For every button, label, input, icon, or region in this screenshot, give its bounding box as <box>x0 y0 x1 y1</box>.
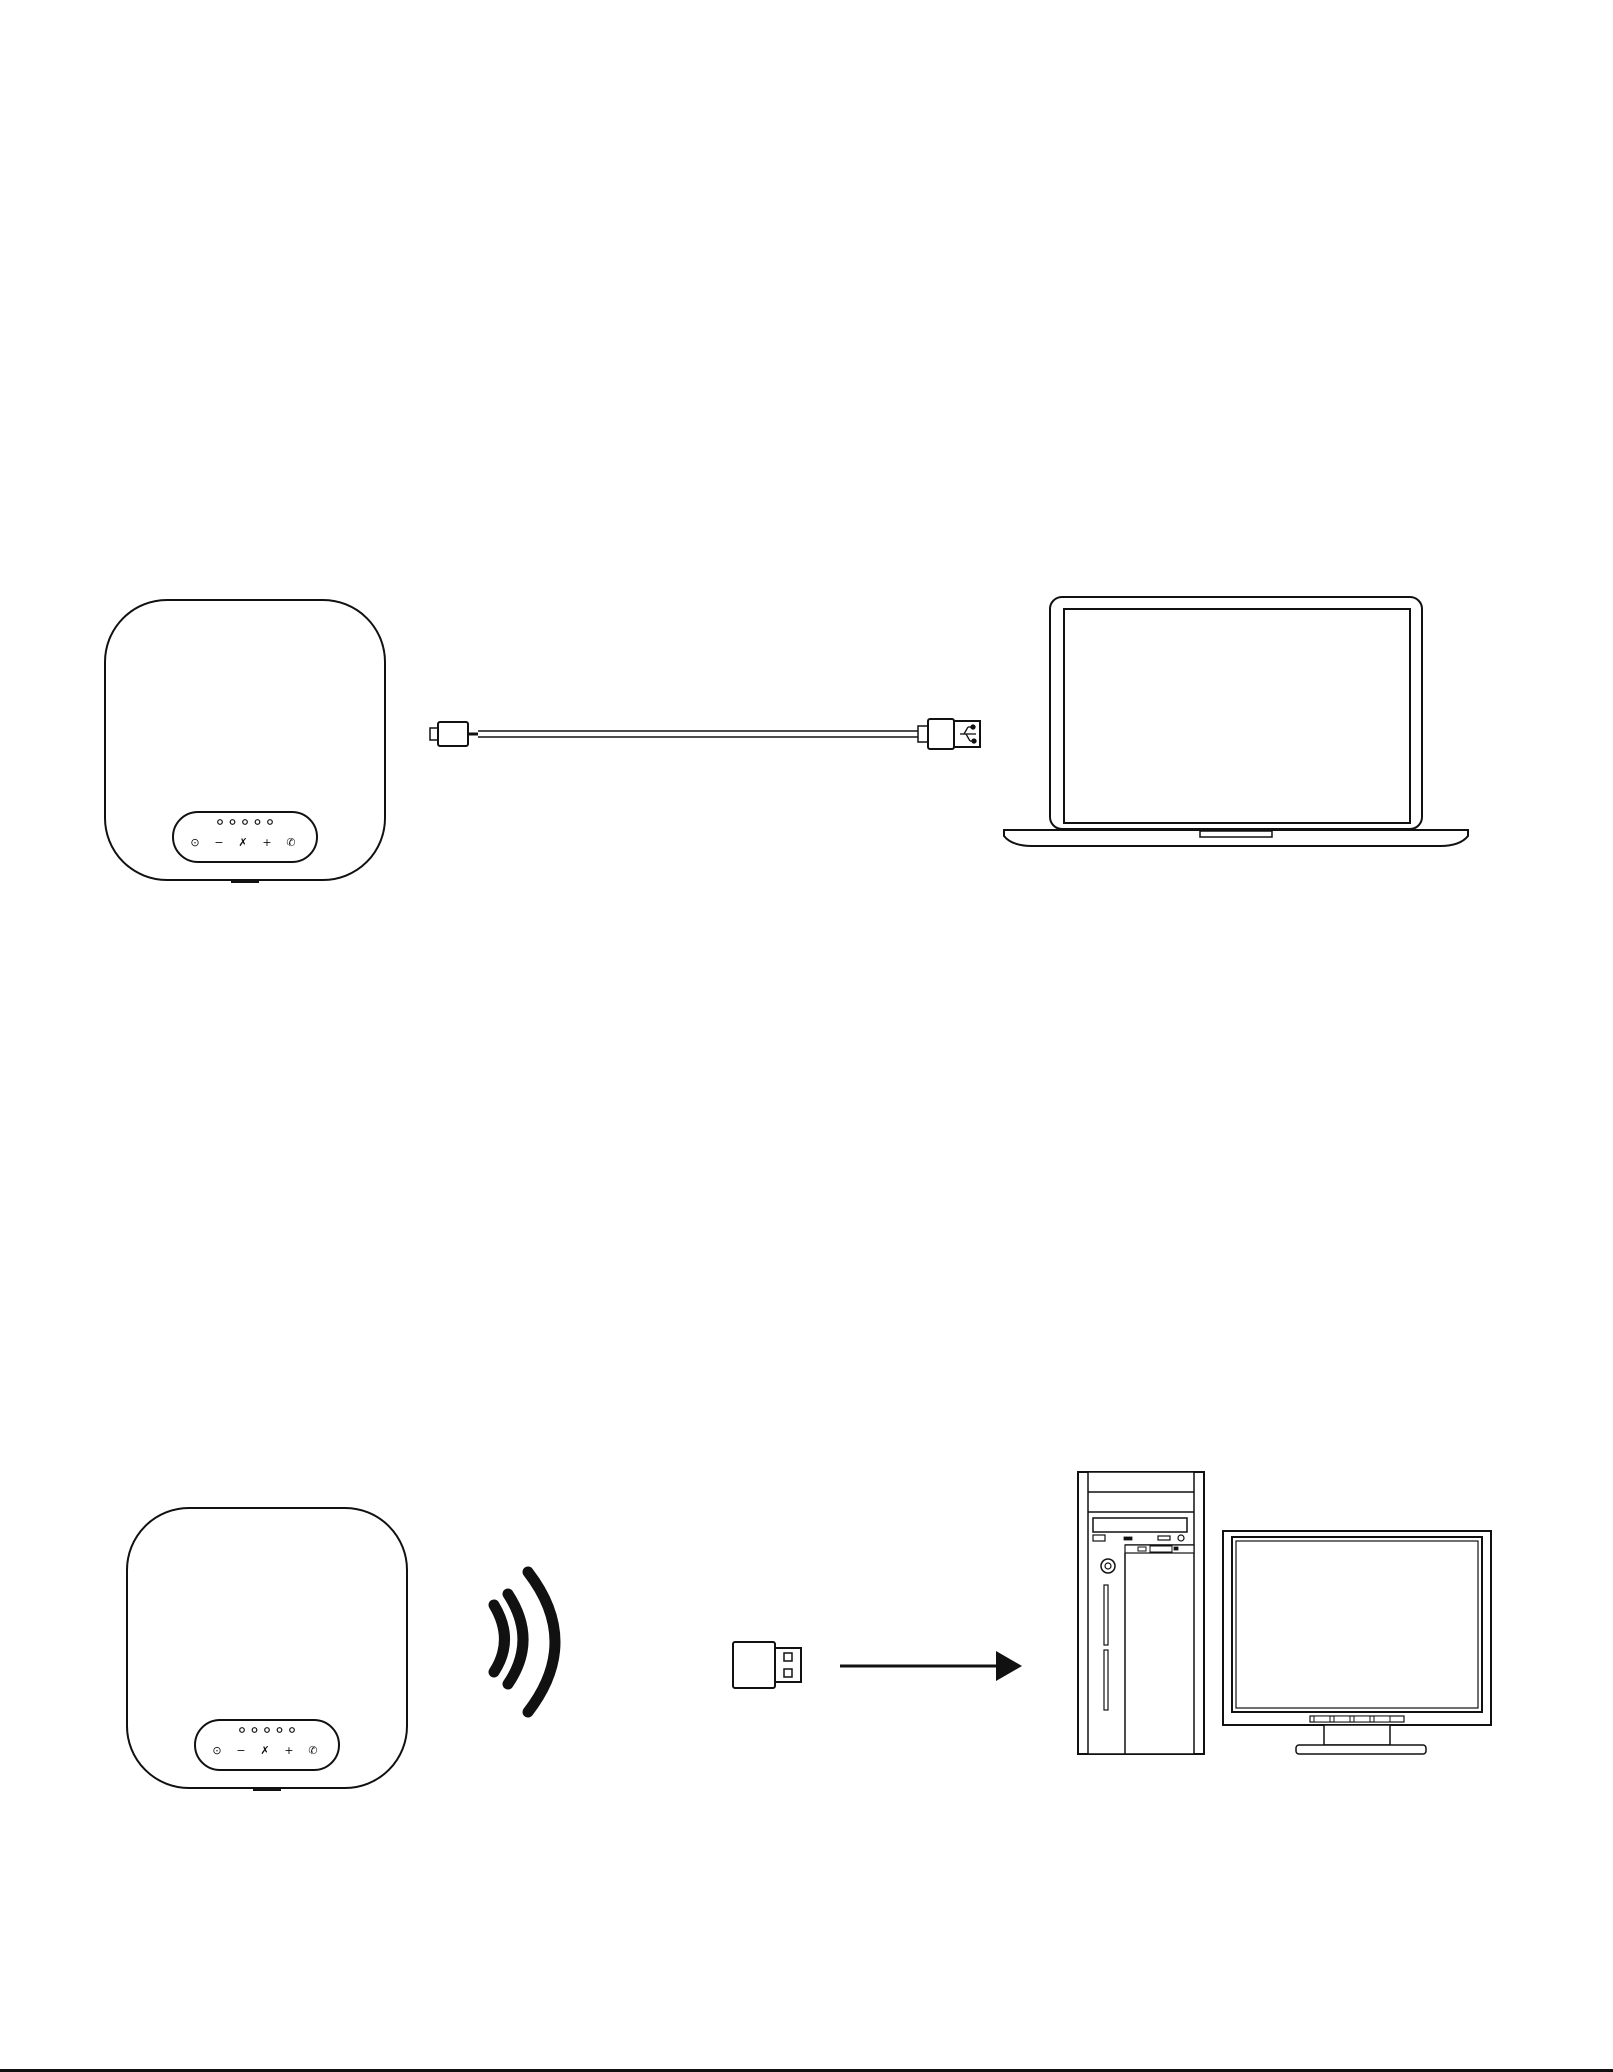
control-panel: ⊙ − ✗ + ✆ <box>195 1720 339 1770</box>
mute-mic-icon: ✗ <box>260 1744 269 1757</box>
indicator-led <box>252 1728 257 1733</box>
arrow-right-icon <box>840 1651 1022 1681</box>
speakerphone-icon: ⊙ − ✗ + ✆ <box>105 600 385 883</box>
laptop-icon <box>1004 597 1468 846</box>
usb-dongle-icon <box>733 1642 801 1688</box>
pc-tower-icon <box>1078 1472 1204 1754</box>
indicator-led <box>268 820 273 825</box>
indicator-led <box>277 1728 282 1733</box>
monitor-icon <box>1223 1531 1491 1754</box>
wireless-signal-icon <box>494 1572 555 1712</box>
indicator-led <box>290 1728 295 1733</box>
volume-up-icon: + <box>262 836 271 849</box>
indicator-led <box>218 820 223 825</box>
power-icon: ⊙ <box>212 1744 221 1757</box>
speakerphone-icon: ⊙ − ✗ + ✆ <box>127 1508 407 1791</box>
indicator-led <box>255 820 260 825</box>
indicator-led <box>240 1728 245 1733</box>
call-icon: ✆ <box>286 836 295 849</box>
wired-connection-panel: ⊙ − ✗ + ✆ <box>105 597 1468 883</box>
wireless-connection-panel: ⊙ − ✗ + ✆ <box>127 1472 1491 1791</box>
usb-cable-icon <box>430 719 980 749</box>
volume-up-icon: + <box>284 1744 293 1757</box>
indicator-led <box>230 820 235 825</box>
power-icon: ⊙ <box>190 836 199 849</box>
mute-mic-icon: ✗ <box>238 836 247 849</box>
indicator-led <box>265 1728 270 1733</box>
indicator-led <box>243 820 248 825</box>
control-panel: ⊙ − ✗ + ✆ <box>173 812 317 862</box>
volume-down-icon: − <box>236 1744 245 1757</box>
volume-down-icon: − <box>214 836 223 849</box>
call-icon: ✆ <box>308 1744 317 1757</box>
